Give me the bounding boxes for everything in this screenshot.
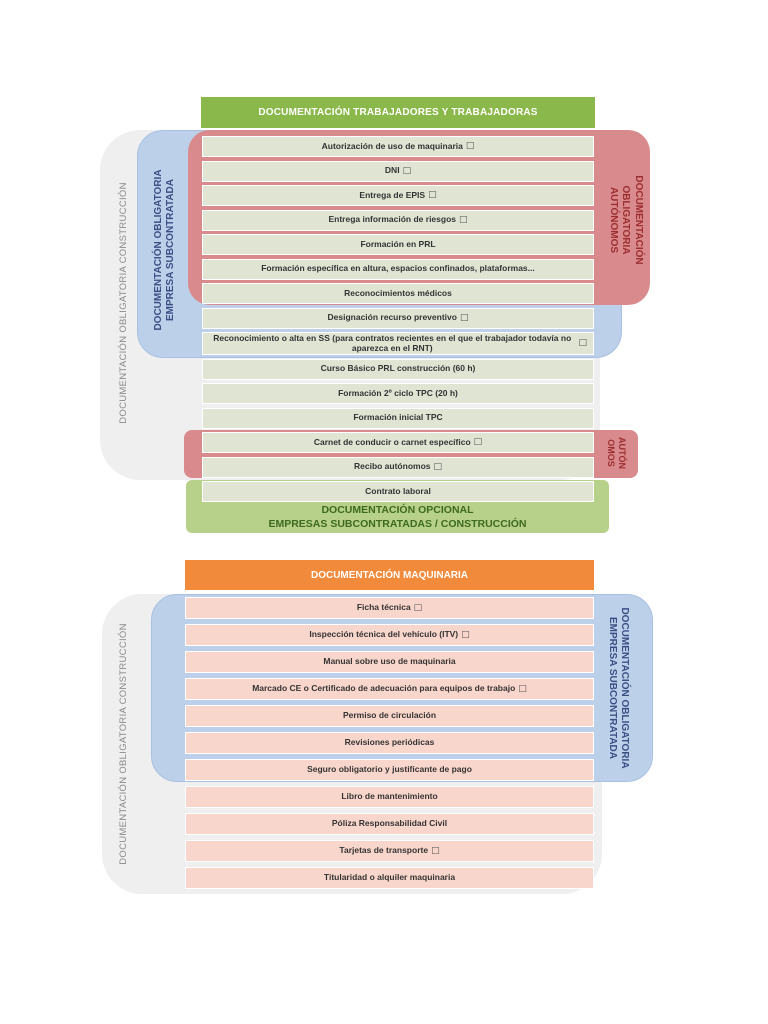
row-text: Inspección técnica del vehículo (ITV): [309, 629, 459, 640]
row-text: Póliza Responsabilidad Civil: [331, 818, 448, 829]
row-text: Recibo autónomos: [353, 461, 431, 472]
machinery-row: Seguro obligatorio y justificante de pag…: [185, 759, 594, 781]
machinery-row: Ficha técnica□: [185, 597, 594, 619]
row-text: Carnet de conducir o carnet específico: [313, 436, 471, 447]
book-icon: □: [465, 141, 475, 152]
workers-row: Formación inicial TPC: [202, 407, 594, 429]
workers-row: Contrato laboral: [202, 481, 594, 502]
subcontracted-label-line1: DOCUMENTACIÓN OBLIGATORIA: [152, 169, 164, 331]
workers-row: Reconocimientos médicos: [202, 283, 594, 304]
row-text: Designación recurso preventivo: [327, 312, 457, 323]
machinery-construction-label: DOCUMENTACIÓN OBLIGATORIA CONSTRUCCIÓN: [117, 623, 129, 865]
workers-row: Designación recurso preventivo□: [202, 307, 594, 329]
optional-label-line2: EMPRESAS SUBCONTRATADAS / CONSTRUCCIÓN: [268, 518, 527, 530]
row-text: Reconocimiento o alta en SS (para contra…: [213, 332, 572, 353]
autonomos-label: DOCUMENTACIÓN OBLIGATORIA AUTÓNOMOS: [601, 165, 649, 275]
autonomos-label-line2: OBLIGATORIA: [620, 185, 632, 255]
machinery-row: Manual sobre uso de maquinaria: [185, 651, 594, 673]
machinery-row: Tarjetas de transporte□: [185, 840, 594, 862]
workers-row: Formación en PRL: [202, 234, 594, 255]
book-icon: □: [433, 461, 443, 472]
book-icon: □: [578, 338, 587, 349]
machinery-row: Inspección técnica del vehículo (ITV)□: [185, 624, 594, 646]
row-text: Reconocimientos médicos: [344, 287, 452, 298]
workers-row: Formación específica en altura, espacios…: [202, 258, 594, 280]
row-text: Formación 2º ciclo TPC (20 h): [338, 387, 458, 398]
row-text: Contrato laboral: [365, 485, 431, 496]
machinery-header: DOCUMENTACIÓN MAQUINARIA: [185, 560, 594, 590]
optional-label: DOCUMENTACIÓN OPCIONAL EMPRESAS SUBCONTR…: [186, 502, 609, 532]
workers-row: Curso Básico PRL construcción (60 h): [202, 358, 594, 380]
workers-row: Reconocimiento o alta en SS (para contra…: [202, 332, 594, 355]
row-text: Titularidad o alquiler maquinaria: [323, 872, 456, 883]
machinery-subcontracted-label-line2: EMPRESA SUBCONTRATADA: [607, 616, 618, 760]
row-text: Revisiones periódicas: [344, 737, 435, 748]
workers-row: Entrega información de riesgos□: [202, 209, 594, 231]
machinery-row: Revisiones periódicas: [185, 732, 594, 754]
optional-label-line1: DOCUMENTACIÓN OPCIONAL: [321, 503, 474, 516]
row-text: Manual sobre uso de maquinaria: [323, 656, 456, 667]
machinery-row: Libro de mantenimiento: [185, 786, 594, 808]
workers-row: Recibo autónomos□: [202, 456, 594, 478]
workers-row: Autorización de uso de maquinaria□: [202, 136, 594, 157]
workers-header: DOCUMENTACIÓN TRABAJADORES Y TRABAJADORA…: [201, 97, 595, 128]
book-icon: □: [518, 683, 527, 694]
row-text: Seguro obligatorio y justificante de pag…: [307, 764, 472, 775]
autonomos-label-line1: DOCUMENTACIÓN: [632, 175, 644, 265]
autonomos-short-label-line1: AUTÓN: [617, 437, 628, 469]
row-text: Formación en PRL: [360, 238, 436, 249]
book-icon: □: [428, 190, 437, 201]
autonomos-short-label-line2: OMOS: [606, 439, 616, 467]
row-text: Autorización de uso de maquinaria: [321, 140, 463, 151]
row-text: Ficha técnica: [356, 602, 411, 613]
machinery-row: Póliza Responsabilidad Civil: [185, 813, 594, 835]
book-icon: □: [402, 165, 412, 176]
book-icon: □: [431, 845, 440, 856]
row-text: Marcado CE o Certificado de adecuación p…: [252, 683, 516, 694]
book-icon: □: [413, 602, 423, 613]
row-text: Curso Básico PRL construcción (60 h): [320, 363, 476, 374]
book-icon: □: [461, 629, 470, 640]
row-text: Formación específica en altura, espacios…: [261, 263, 535, 274]
subcontracted-label-line2: EMPRESA SUBCONTRATADA: [165, 178, 176, 322]
book-icon: □: [459, 312, 469, 323]
row-text: DNI: [384, 165, 400, 176]
row-text: Entrega información de riesgos: [328, 214, 456, 225]
machinery-row: Permiso de circulación: [185, 705, 594, 727]
workers-row: Entrega de EPIS□: [202, 185, 594, 206]
row-text: Formación inicial TPC: [353, 412, 443, 423]
row-text: Tarjetas de transporte: [339, 845, 429, 856]
book-icon: □: [459, 214, 468, 225]
workers-row: Carnet de conducir o carnet específico□: [202, 432, 594, 453]
construction-label: DOCUMENTACIÓN OBLIGATORIA CONSTRUCCIÓN: [117, 182, 129, 424]
autonomos-label-line3: AUTÓNOMOS: [607, 186, 619, 254]
book-icon: □: [473, 437, 483, 448]
workers-row: DNI□: [202, 160, 594, 182]
autonomos-short-label: AUTÓN OMOS: [599, 433, 633, 473]
machinery-row: Marcado CE o Certificado de adecuación p…: [185, 678, 594, 700]
machinery-subcontracted-label: DOCUMENTACIÓN OBLIGATORIA EMPRESA SUBCON…: [600, 607, 636, 769]
row-text: Entrega de EPIS: [359, 189, 426, 200]
subcontracted-label: DOCUMENTACIÓN OBLIGATORIA EMPRESA SUBCON…: [147, 169, 183, 331]
machinery-row: Titularidad o alquiler maquinaria: [185, 867, 594, 889]
row-text: Libro de mantenimiento: [341, 791, 438, 802]
machinery-subcontracted-label-line1: DOCUMENTACIÓN OBLIGATORIA: [619, 607, 631, 769]
workers-row: Formación 2º ciclo TPC (20 h): [202, 383, 594, 404]
row-text: Permiso de circulación: [342, 710, 437, 721]
